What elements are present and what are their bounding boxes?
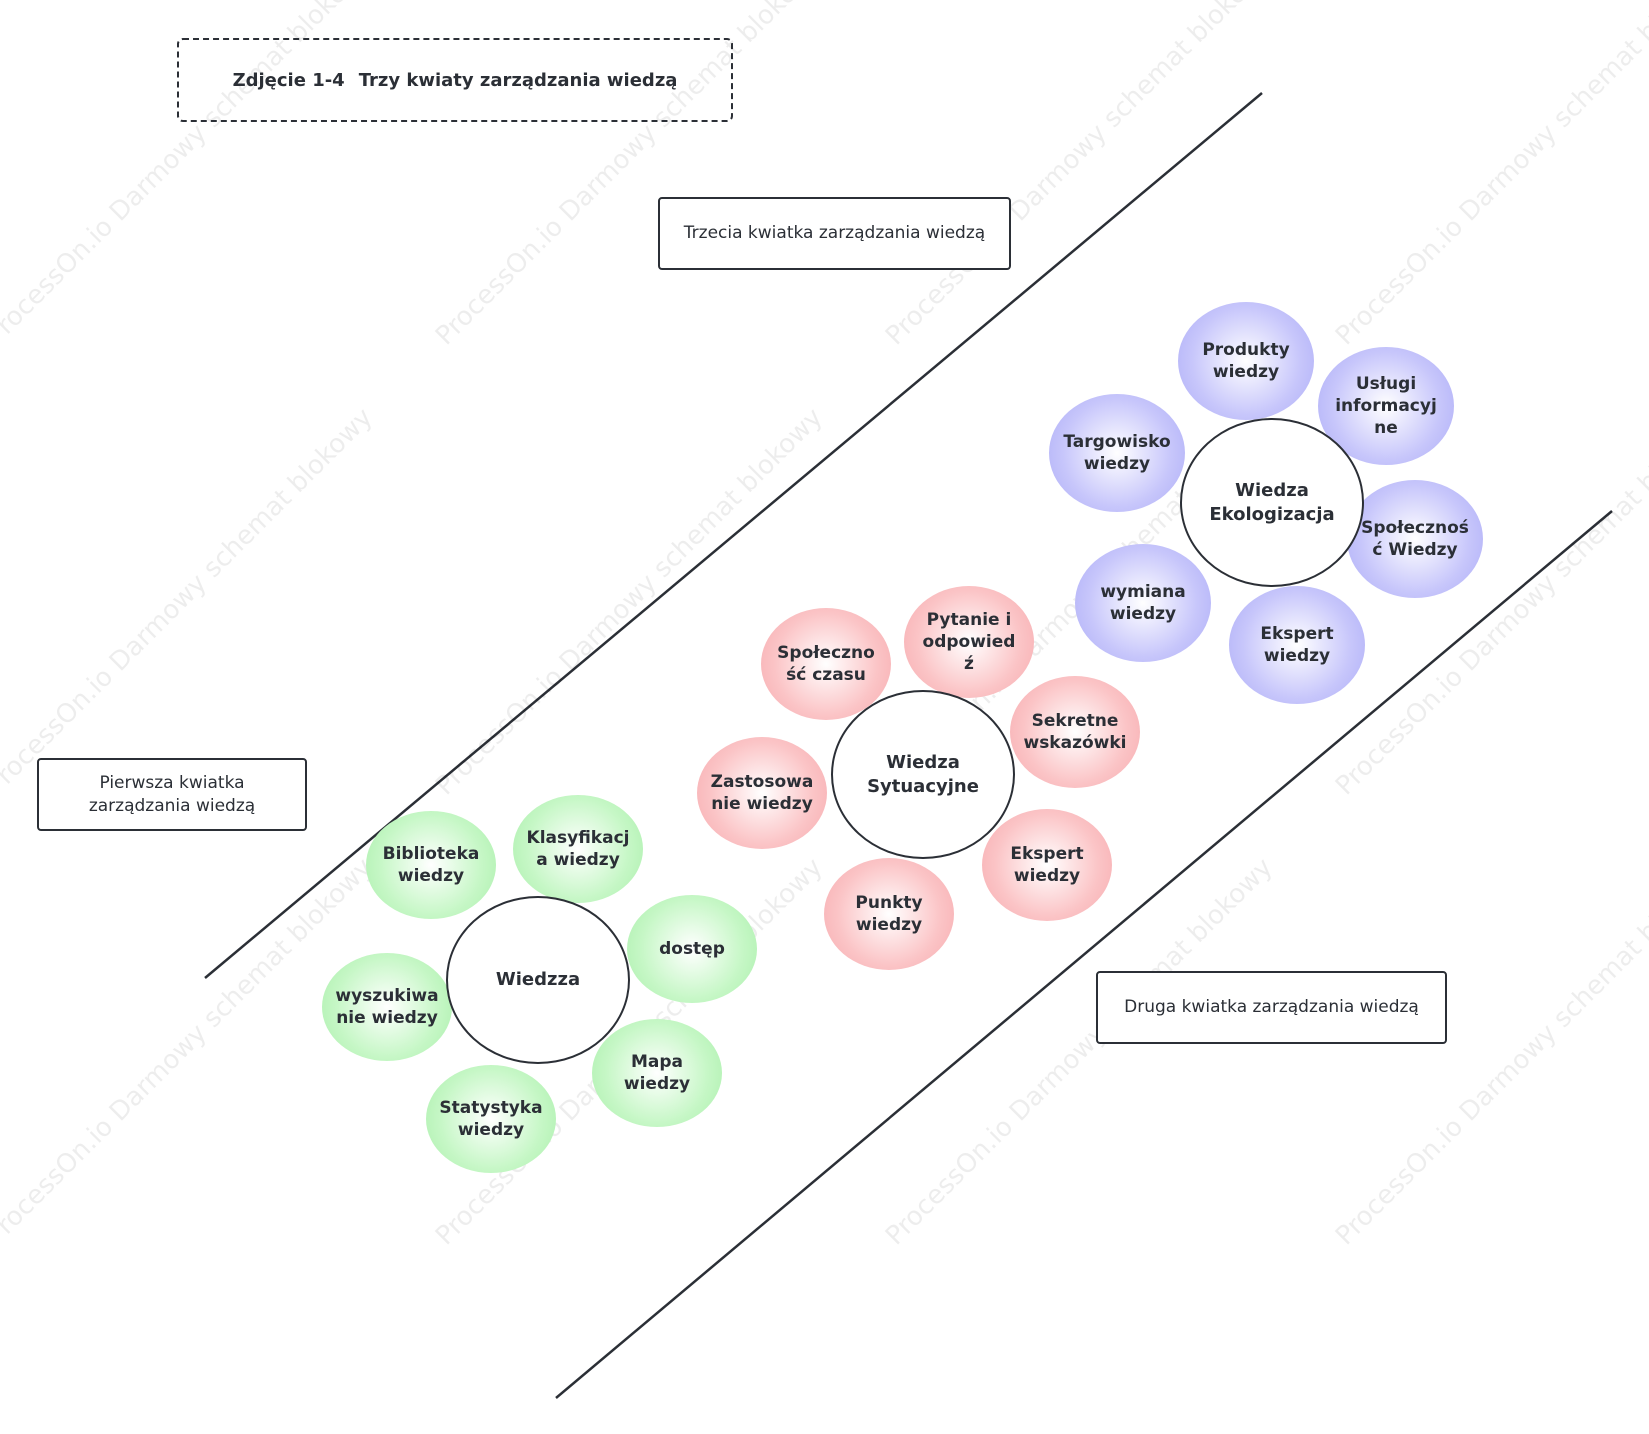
blue-petal-wymiana: wymiana wiedzy [1075,544,1211,662]
label-second-flower: Druga kwiatka zarządzania wiedzą [1096,971,1447,1044]
green-petal-biblioteka: Biblioteka wiedzy [366,811,496,919]
petal-label: Produkty wiedzy [1202,339,1290,382]
green-petal-mapa: Mapa wiedzy [592,1019,722,1127]
blue-petal-produkty: Produkty wiedzy [1178,302,1314,420]
blue-flower-center: Wiedza Ekologizacja [1180,418,1364,587]
petal-label: Ekspert wiedzy [1010,843,1084,886]
blue-petal-ekspert: Ekspert wiedzy [1229,586,1365,704]
red-petal-ekspert: Ekspert wiedzy [982,809,1112,921]
petal-label: Punkty wiedzy [855,892,923,935]
red-petal-sekretne: Sekretne wskazówki [1010,676,1140,788]
petal-label: wyszukiwa nie wiedzy [335,985,439,1028]
green-petal-dostep: dostęp [627,895,757,1003]
center-label: Wiedza Ekologizacja [1209,480,1335,525]
petal-label: Biblioteka wiedzy [382,843,480,886]
petal-label: Pytanie i odpowied ź [922,609,1016,675]
petal-label: wymiana wiedzy [1100,581,1186,624]
center-label: Wiedzza [495,969,581,991]
band-lower-line [555,510,1613,1399]
petal-label: Klasyfikacj a wiedzy [526,827,630,870]
label-second-text: Druga kwiatka zarządzania wiedzą [1124,997,1419,1018]
label-first-text: Pierwsza kwiatka zarządzania wiedzą [88,772,256,816]
red-petal-pytanie: Pytanie i odpowied ź [904,586,1034,698]
red-petal-zastosowanie: Zastosowa nie wiedzy [697,737,827,849]
petal-label: Społecznoś ć Wiedzy [1361,517,1469,560]
petal-label: Ekspert wiedzy [1260,623,1334,666]
petal-label: dostęp [659,938,725,959]
blue-petal-spolecznosc-wiedzy: Społecznoś ć Wiedzy [1347,480,1483,598]
green-flower-center: Wiedzza [446,896,630,1064]
label-third-text: Trzecia kwiatka zarządzania wiedzą [683,223,986,244]
petal-label: Usługi informacyj ne [1335,373,1437,439]
green-petal-statystyka: Statystyka wiedzy [426,1065,556,1173]
figure-title: Zdjęcie 1-4 Trzy kwiaty zarządzania wiedz… [177,38,733,122]
petal-label: Statystyka wiedzy [439,1097,543,1140]
label-third-flower: Trzecia kwiatka zarządzania wiedzą [658,197,1011,270]
petal-label: Targowisko wiedzy [1063,431,1171,474]
figure-title-text: Trzy kwiaty zarządzania wiedzą [358,69,678,91]
center-label: Wiedza Sytuacyjne [867,752,979,797]
green-petal-klasyfikacja: Klasyfikacj a wiedzy [513,795,643,903]
red-petal-punkty: Punkty wiedzy [824,858,954,970]
red-flower-center: Wiedza Sytuacyjne [831,690,1015,859]
blue-petal-uslugi: Usługi informacyj ne [1318,347,1454,465]
petal-label: Sekretne wskazówki [1023,710,1127,753]
red-petal-spolecznosc-czasu: Społeczno ść czasu [761,608,891,720]
petal-label: Mapa wiedzy [623,1051,691,1094]
petal-label: Społeczno ść czasu [777,642,875,685]
green-petal-wyszukiwanie: wyszukiwa nie wiedzy [322,953,452,1061]
figure-title-prefix: Zdjęcie 1-4 [232,69,345,91]
petal-label: Zastosowa nie wiedzy [710,771,814,814]
blue-petal-targowisko: Targowisko wiedzy [1049,394,1185,512]
label-first-flower: Pierwsza kwiatka zarządzania wiedzą [37,758,307,831]
